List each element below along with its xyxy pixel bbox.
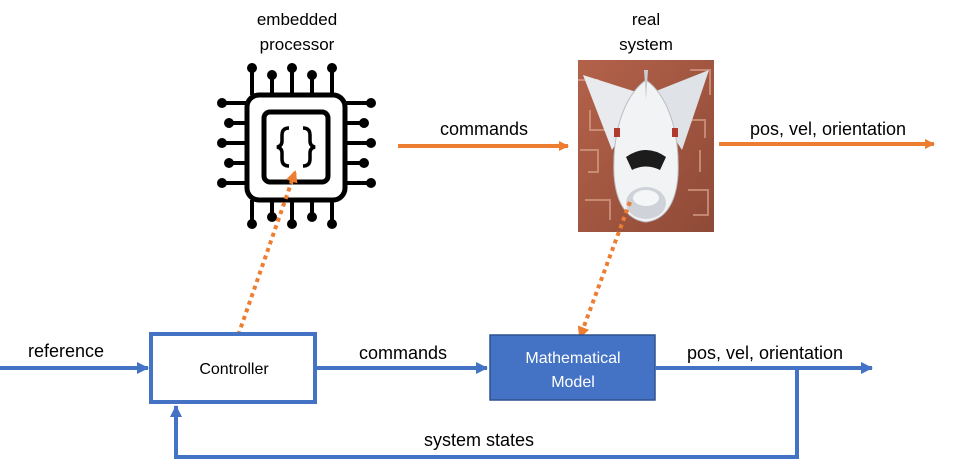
spaceplane-photo — [578, 60, 714, 232]
model-label-line1: Mathematical — [525, 350, 620, 367]
feedback-label: system states — [424, 430, 534, 450]
controller-label: Controller — [199, 361, 269, 378]
bottom-output-label: pos, vel, orientation — [687, 343, 843, 363]
top-commands-label: commands — [440, 119, 528, 139]
system-label-line1: real — [632, 10, 660, 29]
feedback-loop-arrow — [170, 368, 799, 459]
controller-box — [149, 332, 317, 404]
reference-label: reference — [28, 341, 104, 361]
system-label-line2: system — [619, 35, 673, 54]
top-output-label: pos, vel, orientation — [750, 119, 906, 139]
chip-icon — [217, 63, 376, 229]
model-label-line2: Model — [551, 374, 595, 391]
bottom-commands-label: commands — [359, 343, 447, 363]
processor-label-line2: processor — [260, 35, 335, 54]
processor-label-line1: embedded — [257, 10, 337, 29]
